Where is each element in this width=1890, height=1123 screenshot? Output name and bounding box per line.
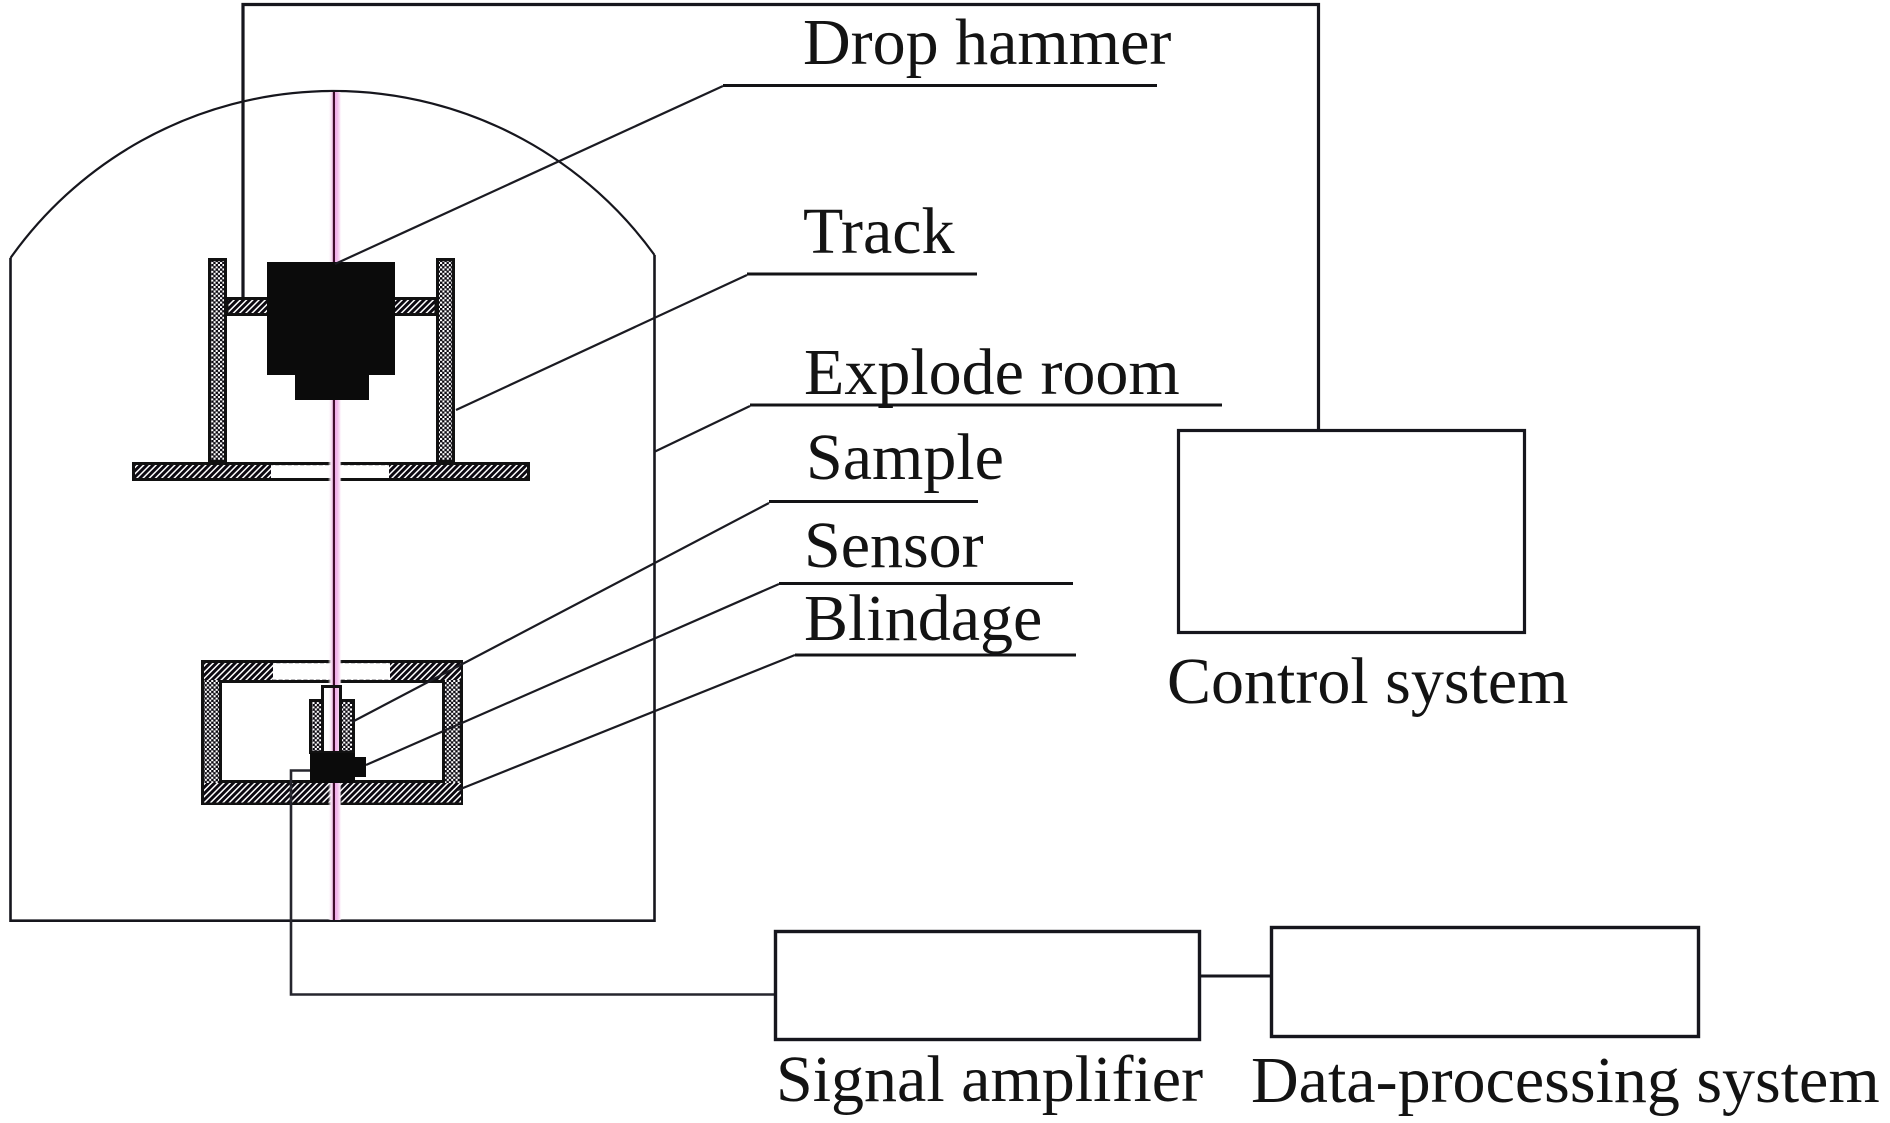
- svg-text:Explode room: Explode room: [804, 336, 1180, 409]
- svg-text:Drop hammer: Drop hammer: [803, 6, 1171, 79]
- svg-text:Sensor: Sensor: [804, 509, 984, 582]
- svg-text:Control system: Control system: [1167, 645, 1569, 718]
- svg-text:Track: Track: [803, 195, 955, 268]
- svg-text:Blindage: Blindage: [804, 582, 1042, 655]
- svg-text:Data-processing system: Data-processing system: [1251, 1044, 1880, 1117]
- svg-text:Sample: Sample: [806, 421, 1004, 494]
- svg-text:Signal amplifier: Signal amplifier: [776, 1043, 1203, 1116]
